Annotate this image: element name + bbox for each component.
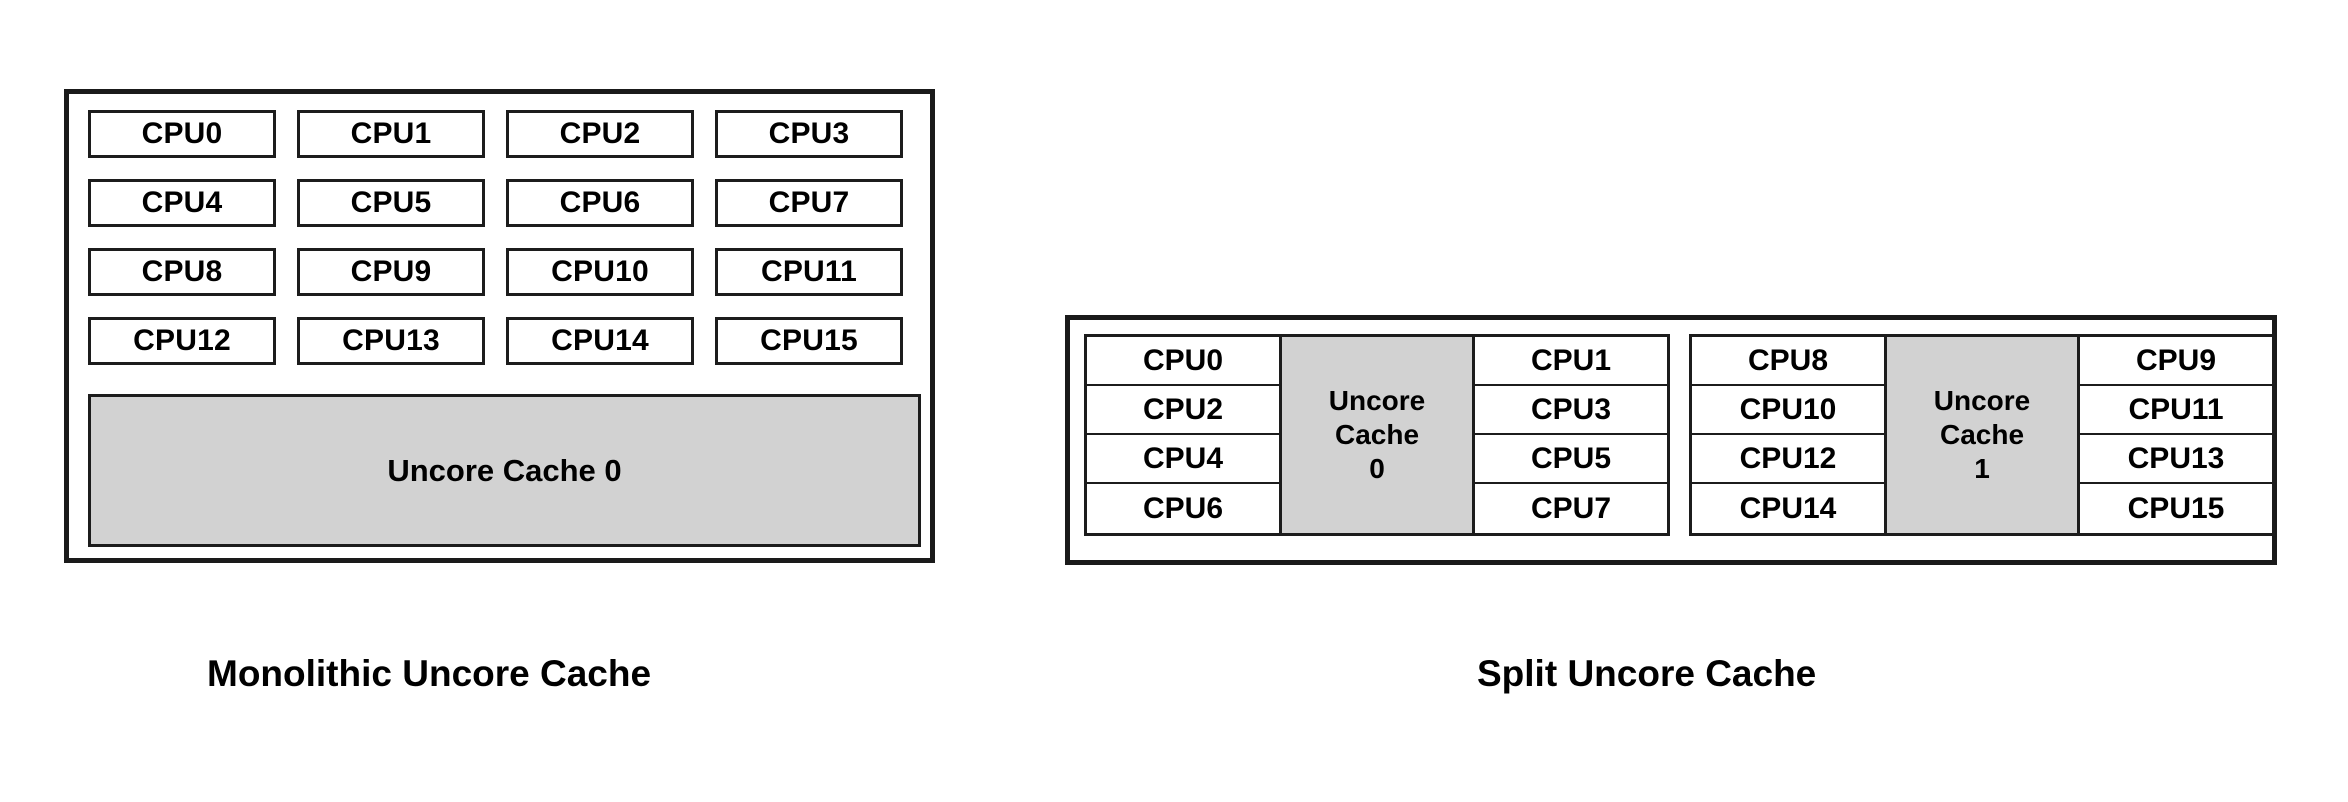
cpu-box: CPU11 [2080,386,2272,435]
cpu-box: CPU3 [1475,386,1667,435]
monolithic-caption: Monolithic Uncore Cache [207,653,652,694]
split-right-cpu-column: CPU9 CPU11 CPU13 CPU15 [2077,337,2272,533]
split-group: CPU8 CPU10 CPU12 CPU14 Uncore Cache 1 CP… [1689,334,2275,536]
uncore-cache-block: Uncore Cache 1 [1887,337,2077,533]
uncore-cache-label-line1: Uncore [1328,384,1426,416]
uncore-cache-label-line3: 0 [1369,453,1385,485]
uncore-cache-block: Uncore Cache 0 [1282,337,1472,533]
cpu-box: CPU6 [506,179,694,227]
split-left-cpu-column: CPU8 CPU10 CPU12 CPU14 [1692,337,1887,533]
cpu-box: CPU14 [1692,484,1884,533]
uncore-cache-block: Uncore Cache 0 [88,394,921,547]
cpu-box: CPU1 [297,110,485,158]
cpu-box: CPU7 [1475,484,1667,533]
cpu-box: CPU14 [506,317,694,365]
cpu-box: CPU15 [715,317,903,365]
uncore-cache-label-line2: Cache [1939,418,2025,450]
cpu-box: CPU5 [1475,435,1667,484]
monolithic-cpu-grid: CPU0 CPU1 CPU2 CPU3 CPU4 CPU5 CPU6 CPU7 … [88,110,921,365]
cpu-box: CPU4 [1087,435,1279,484]
cpu-box: CPU6 [1087,484,1279,533]
cpu-box: CPU12 [1692,435,1884,484]
cpu-box: CPU1 [1475,337,1667,386]
cpu-box: CPU12 [88,317,276,365]
cpu-box: CPU4 [88,179,276,227]
uncore-cache-label-line3: 1 [1974,453,1990,485]
uncore-cache-label-line1: Uncore [1933,384,2031,416]
cpu-box: CPU9 [2080,337,2272,386]
split-right-cpu-column: CPU1 CPU3 CPU5 CPU7 [1472,337,1667,533]
cpu-box: CPU5 [297,179,485,227]
split-left-cpu-column: CPU0 CPU2 CPU4 CPU6 [1087,337,1282,533]
cpu-box: CPU13 [2080,435,2272,484]
cpu-box: CPU2 [506,110,694,158]
split-groups-row: CPU0 CPU2 CPU4 CPU6 Uncore Cache 0 CPU1 … [1084,334,2275,536]
monolithic-panel: CPU0 CPU1 CPU2 CPU3 CPU4 CPU5 CPU6 CPU7 … [64,89,935,563]
cpu-box: CPU2 [1087,386,1279,435]
cpu-box: CPU10 [506,248,694,296]
cpu-box: CPU11 [715,248,903,296]
split-panel: CPU0 CPU2 CPU4 CPU6 Uncore Cache 0 CPU1 … [1065,315,2277,565]
cpu-box: CPU3 [715,110,903,158]
cpu-box: CPU10 [1692,386,1884,435]
cpu-box: CPU0 [88,110,276,158]
uncore-cache-label-line2: Cache [1334,418,1420,450]
cpu-box: CPU9 [297,248,485,296]
split-caption: Split Uncore Cache [1477,653,1817,694]
cpu-box: CPU0 [1087,337,1279,386]
cpu-box: CPU8 [1692,337,1884,386]
cpu-box: CPU15 [2080,484,2272,533]
cpu-box: CPU7 [715,179,903,227]
split-group: CPU0 CPU2 CPU4 CPU6 Uncore Cache 0 CPU1 … [1084,334,1670,536]
cpu-box: CPU8 [88,248,276,296]
cpu-box: CPU13 [297,317,485,365]
